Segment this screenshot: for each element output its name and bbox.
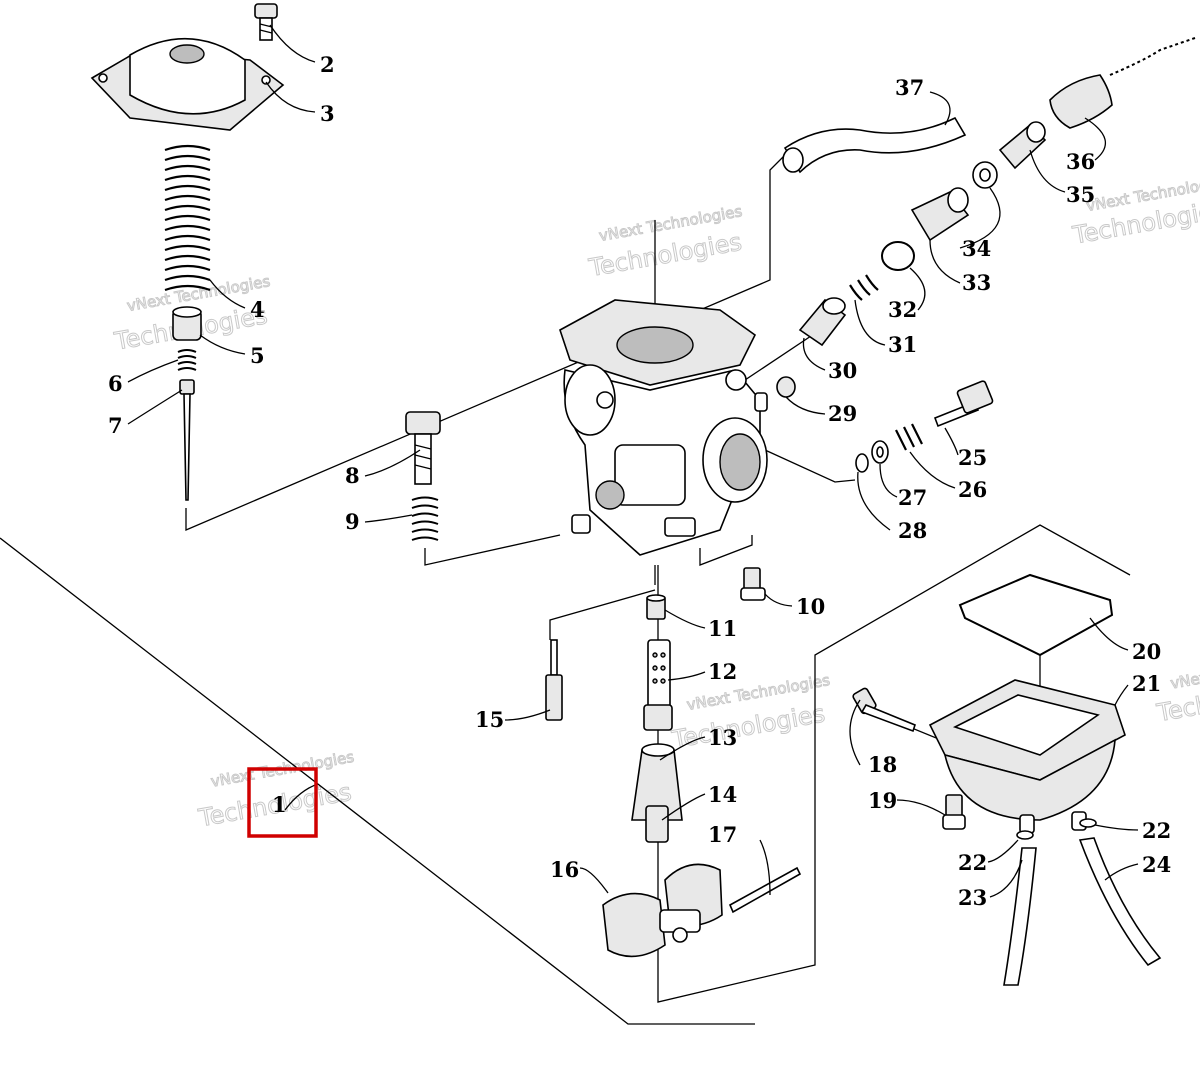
- part-label-19[interactable]: 19: [868, 788, 897, 813]
- part-15-pilot-screw: [545, 639, 563, 721]
- part-33-nut: [910, 187, 970, 242]
- part-11-jet: [646, 594, 666, 620]
- part-label-24[interactable]: 24: [1142, 852, 1171, 877]
- part-label-22b[interactable]: 22: [1142, 818, 1171, 843]
- part-label-31[interactable]: 31: [888, 332, 917, 357]
- part-label-20[interactable]: 20: [1132, 639, 1161, 664]
- part-label-4[interactable]: 4: [250, 297, 265, 322]
- part-label-6[interactable]: 6: [108, 371, 123, 396]
- leader-lines: [127, 24, 1139, 898]
- highlight-box-part-1[interactable]: [247, 767, 318, 838]
- part-19-screw: [942, 794, 966, 830]
- part-34-washer: [972, 161, 998, 189]
- carburetor-body: [559, 299, 768, 556]
- part-label-2[interactable]: 2: [320, 52, 335, 77]
- part-5-retainer: [172, 306, 202, 341]
- part-28-o-ring: [855, 453, 869, 473]
- part-label-35[interactable]: 35: [1066, 182, 1095, 207]
- part-label-26[interactable]: 26: [958, 477, 987, 502]
- part-30-starter-plunger: [798, 297, 847, 347]
- part-4-spring: [164, 144, 211, 292]
- part-labels: 1 2 3 4 5 6 7 8 9 10 11 12 13 14 15 16 1…: [108, 52, 1171, 910]
- part-16-float: [602, 863, 723, 958]
- part-6-small-spring: [177, 349, 197, 371]
- part-label-27[interactable]: 27: [898, 485, 927, 510]
- part-label-17[interactable]: 17: [708, 822, 737, 847]
- part-8-screw: [405, 411, 441, 485]
- part-9-spring: [411, 496, 439, 541]
- part-10-screw: [740, 567, 766, 601]
- part-label-1[interactable]: 1: [272, 792, 287, 817]
- part-37-hose: [782, 116, 967, 174]
- part-label-11[interactable]: 11: [708, 616, 737, 641]
- part-3-top-cover: [90, 37, 285, 131]
- part-label-15[interactable]: 15: [475, 707, 504, 732]
- part-label-29[interactable]: 29: [828, 401, 857, 426]
- part-32-o-ring: [881, 241, 915, 271]
- part-label-33[interactable]: 33: [962, 270, 991, 295]
- part-29-plug: [776, 376, 796, 398]
- part-label-5[interactable]: 5: [250, 343, 265, 368]
- part-25-screw: [933, 380, 994, 428]
- part-label-37[interactable]: 37: [895, 75, 924, 100]
- part-label-9[interactable]: 9: [345, 509, 360, 534]
- part-label-30[interactable]: 30: [828, 358, 857, 383]
- part-label-8[interactable]: 8: [345, 463, 360, 488]
- part-label-16[interactable]: 16: [550, 857, 579, 882]
- part-label-7[interactable]: 7: [108, 413, 123, 438]
- part-35-fitting: [998, 121, 1047, 170]
- part-7-needle: [179, 379, 195, 501]
- part-label-12[interactable]: 12: [708, 659, 737, 684]
- part-2-screw: [254, 3, 278, 41]
- part-label-34[interactable]: 34: [962, 236, 991, 261]
- part-27-washer: [871, 440, 889, 464]
- part-label-22a[interactable]: 22: [958, 850, 987, 875]
- part-label-3[interactable]: 3: [320, 101, 335, 126]
- part-label-10[interactable]: 10: [796, 594, 825, 619]
- part-label-25[interactable]: 25: [958, 445, 987, 470]
- part-26-spring: [895, 423, 923, 451]
- part-label-13[interactable]: 13: [708, 725, 737, 750]
- part-17-pin: [728, 866, 802, 914]
- part-label-14[interactable]: 14: [708, 782, 737, 807]
- part-14-jet: [645, 805, 669, 843]
- watermark-text: vNext Technologies: [1169, 650, 1200, 693]
- part-label-28[interactable]: 28: [898, 518, 927, 543]
- part-label-18[interactable]: 18: [868, 752, 897, 777]
- part-label-23[interactable]: 23: [958, 885, 987, 910]
- part-23-hose: [1003, 847, 1037, 986]
- part-20-gasket: [958, 573, 1114, 657]
- part-21-float-bowl: [928, 679, 1126, 834]
- part-18-drain-screw: [852, 687, 916, 733]
- part-label-36[interactable]: 36: [1066, 149, 1095, 174]
- part-22-clips: [1016, 818, 1097, 840]
- part-label-32[interactable]: 32: [888, 297, 917, 322]
- part-12-emulsion-tube: [643, 639, 673, 731]
- part-13-cone: [631, 743, 683, 821]
- part-36-boot: [1049, 37, 1196, 129]
- part-label-21[interactable]: 21: [1132, 671, 1161, 696]
- part-24-hose: [1078, 837, 1162, 967]
- part-31-spring: [849, 274, 879, 301]
